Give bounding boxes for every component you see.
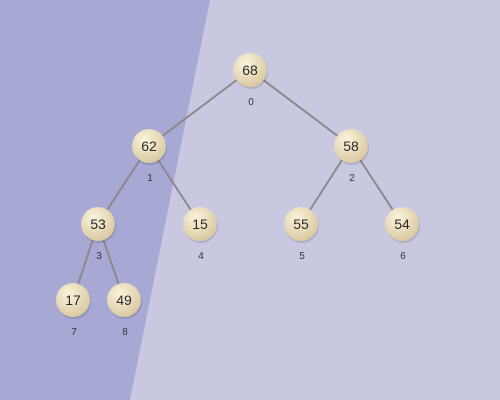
tree-node: 58 2 [334, 129, 369, 184]
tree-edge-0-2 [249, 69, 352, 147]
node-circle [81, 207, 115, 241]
node-value: 68 [242, 62, 258, 78]
tree-node: 54 6 [385, 207, 420, 262]
node-index-label: 4 [198, 251, 204, 262]
tree-node: 49 8 [107, 283, 142, 338]
node-index-label: 1 [147, 173, 153, 184]
node-circle [284, 207, 318, 241]
node-circle [334, 129, 368, 163]
node-circle [183, 207, 217, 241]
node-value: 62 [141, 138, 157, 154]
node-index-label: 6 [400, 251, 406, 262]
node-value: 15 [192, 216, 208, 232]
node-circle [233, 53, 267, 87]
node-value: 53 [90, 216, 106, 232]
node-index-label: 3 [96, 251, 102, 262]
node-value: 58 [343, 138, 359, 154]
node-circle [107, 283, 141, 317]
tree-node: 68 0 [233, 53, 268, 108]
tree-node: 17 7 [56, 283, 91, 338]
node-value: 55 [293, 216, 309, 232]
tree-edges [72, 69, 403, 301]
tree-node: 555 [284, 207, 319, 262]
node-circle [385, 207, 419, 241]
node-value: 54 [394, 216, 410, 232]
node-index-label: 2 [349, 173, 355, 184]
node-index-label: 0 [248, 97, 254, 108]
tree-edge-0-1 [148, 69, 251, 147]
node-value: 49 [116, 292, 132, 308]
node-circle [132, 129, 166, 163]
node-index-label: 5 [299, 251, 305, 262]
node-index-label: 8 [122, 327, 128, 338]
tree-node: 62 1 [132, 129, 167, 184]
node-value: 17 [65, 292, 81, 308]
tree-node: 15 4 [183, 207, 218, 262]
tree-node: 53 3 [81, 207, 116, 262]
node-index-label: 7 [71, 327, 77, 338]
node-circle [56, 283, 90, 317]
